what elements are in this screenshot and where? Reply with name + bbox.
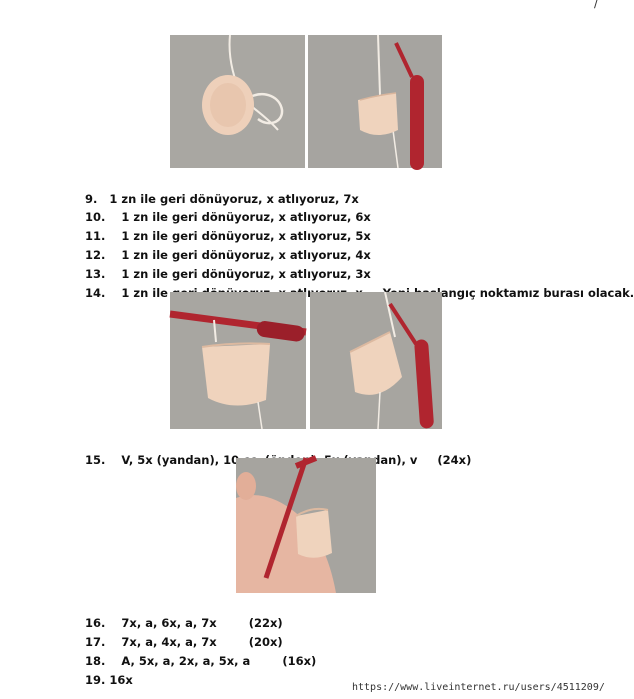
page-mark: / <box>593 0 598 10</box>
photo-cup-in-hand <box>236 455 376 593</box>
photo-oval-piece <box>170 34 305 168</box>
source-url: https://www.liveinternet.ru/users/451120… <box>352 682 605 693</box>
step-11: 11. 1 zn ile geri dönüyoruz, x atlıyoruz… <box>85 229 371 243</box>
step-17: 17. 7x, a, 4x, a, 7x (20x) <box>85 635 283 649</box>
step-19: 19. 16x <box>85 673 133 687</box>
step-10: 10. 1 zn ile geri dönüyoruz, x atlıyoruz… <box>85 210 371 224</box>
step-9: 9. 1 zn ile geri dönüyoruz, x atlıyoruz,… <box>85 192 359 206</box>
step-16: 16. 7x, a, 6x, a, 7x (22x) <box>85 616 283 630</box>
photo-cup-side-view <box>310 291 442 430</box>
step-13: 13. 1 zn ile geri dönüyoruz, x atlıyoruz… <box>85 267 371 281</box>
photo-cup-front-hook <box>169 292 307 430</box>
step-12: 12. 1 zn ile geri dönüyoruz, x atlıyoruz… <box>85 248 371 262</box>
step-18: 18. A, 5x, a, 2x, a, 5x, a (16x) <box>85 654 317 668</box>
photo-cup-with-hook <box>308 34 442 170</box>
